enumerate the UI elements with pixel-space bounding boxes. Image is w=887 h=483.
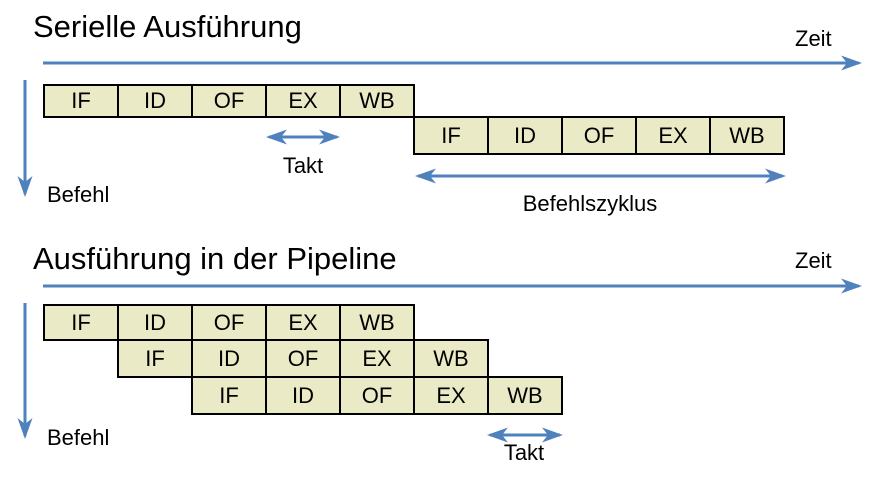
stage-box-ex: EX (339, 339, 415, 378)
stage-box-of: OF (561, 116, 637, 155)
serial-instruction-row-1: IF ID OF EX WB (43, 84, 415, 118)
stage-box-wb: WB (339, 304, 415, 341)
stage-box-of: OF (191, 304, 267, 341)
serial-instruction-cycle-label: Befehlszyklus (522, 191, 658, 216)
stage-box-wb: WB (413, 339, 489, 378)
stage-box-of: OF (339, 376, 415, 415)
stage-box-ex: EX (635, 116, 711, 155)
stage-box-ex: EX (413, 376, 489, 415)
stage-box-id: ID (265, 376, 341, 415)
serial-instruction-axis-label: Befehl (47, 182, 110, 207)
serial-time-axis-label: Zeit (795, 26, 832, 51)
pipeline-section-title: Ausführung in der Pipeline (33, 241, 397, 276)
stage-box-if: IF (413, 116, 489, 155)
serial-clock-label: Takt (282, 153, 324, 178)
pipeline-instruction-row-1: IF ID OF EX WB (43, 304, 415, 341)
stage-box-if: IF (117, 339, 193, 378)
stage-box-wb: WB (487, 376, 563, 415)
pipeline-instruction-axis-label: Befehl (47, 425, 110, 450)
stage-box-id: ID (191, 339, 267, 378)
stage-box-of: OF (265, 339, 341, 378)
serial-instruction-row-2: IF ID OF EX WB (413, 116, 785, 155)
stage-box-if: IF (43, 84, 119, 118)
stage-box-id: ID (117, 84, 193, 118)
pipeline-clock-label: Takt (503, 440, 545, 465)
stage-box-wb: WB (339, 84, 415, 118)
stage-box-id: ID (117, 304, 193, 341)
stage-box-ex: EX (265, 84, 341, 118)
stage-box-of: OF (191, 84, 267, 118)
stage-box-id: ID (487, 116, 563, 155)
pipeline-instruction-row-3: IF ID OF EX WB (191, 376, 563, 415)
stage-box-if: IF (191, 376, 267, 415)
pipeline-time-axis-label: Zeit (795, 248, 832, 273)
pipeline-instruction-row-2: IF ID OF EX WB (117, 339, 489, 378)
stage-box-wb: WB (709, 116, 785, 155)
stage-box-ex: EX (265, 304, 341, 341)
stage-box-if: IF (43, 304, 119, 341)
serial-section-title: Serielle Ausführung (33, 9, 302, 44)
